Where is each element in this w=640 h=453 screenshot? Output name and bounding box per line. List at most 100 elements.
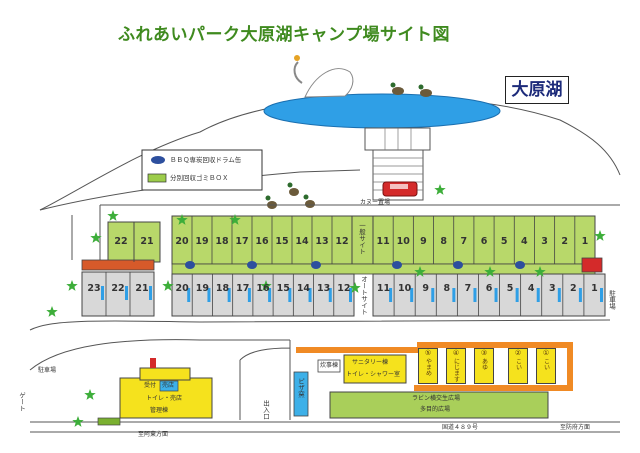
site-number: 22: [111, 283, 125, 294]
site-number: 8: [443, 283, 451, 294]
auto-site-row-b: [372, 273, 606, 317]
to-hofu-label: 至防府方面: [560, 424, 591, 431]
site-number: 16: [256, 283, 270, 294]
site-number: 13: [317, 283, 331, 294]
site-number: 21: [140, 236, 154, 247]
cottage-name: あゆ: [480, 358, 488, 370]
site-post-marker: [288, 288, 292, 302]
main-road: [30, 421, 620, 433]
sanitary-building: [343, 354, 407, 384]
pizza-oven-label: ピザ窯: [296, 378, 305, 398]
duck-icons-field: [265, 182, 315, 209]
map-title: ふれあいパーク大原湖キャンプ場サイト図: [118, 25, 450, 45]
office-label: 管理棟: [150, 407, 169, 414]
green-box: [97, 417, 121, 426]
tree-icon: [46, 306, 58, 317]
site-number: 11: [376, 236, 390, 247]
site-number: 18: [215, 236, 229, 247]
site-post-marker: [389, 288, 393, 302]
tree-icon: [162, 280, 174, 291]
cottage-name: こい: [542, 358, 550, 370]
cottage-number: ④: [452, 349, 460, 357]
brick-strip: [81, 259, 155, 271]
upper-lawn-strip: [171, 263, 596, 275]
site-number: 19: [195, 283, 209, 294]
car-icon: [382, 181, 418, 197]
tree-icon: [594, 230, 606, 241]
site-post-marker: [125, 286, 128, 300]
legend-box: [141, 149, 263, 191]
site-post-marker: [349, 288, 352, 302]
cottage-number: ①: [542, 349, 550, 357]
site-number: 19: [195, 236, 209, 247]
tree-icon: [434, 184, 446, 195]
site-number: 7: [460, 236, 468, 247]
site-number: 5: [500, 236, 508, 247]
lake: [263, 93, 501, 129]
site-number: 5: [506, 283, 514, 294]
legend-drum-icon: [151, 156, 165, 164]
site-post-marker: [410, 288, 414, 302]
cottage-name: にじます: [452, 358, 460, 382]
tree-icon: [90, 232, 102, 243]
parking-left-label: 駐車場: [38, 367, 57, 374]
site-post-marker: [473, 288, 477, 302]
site-number: 6: [485, 283, 493, 294]
cooking-label: 炊事棟: [320, 362, 339, 369]
canoe-area-label: カヌー置場: [360, 199, 391, 206]
site-post-marker: [328, 288, 332, 302]
legend-drum-label: ＢＢＱ専炭回収ドラム缶: [170, 156, 242, 164]
red-marker: [581, 257, 603, 273]
site-number: 17: [235, 236, 249, 247]
site-number: 11: [376, 283, 391, 294]
site-post-marker: [494, 288, 498, 302]
site-post-marker: [452, 288, 456, 302]
tree-icon: [84, 389, 96, 400]
legend-gomi-icon: [147, 173, 167, 183]
site-number: 12: [335, 236, 349, 247]
site-number: 1: [591, 283, 598, 294]
bbq-drum-marker: [453, 261, 463, 269]
cottage-name: やまめ: [424, 358, 432, 376]
site-number: 17: [236, 283, 250, 294]
lower-road-outline: [29, 319, 611, 420]
site-number: 18: [215, 283, 230, 294]
plaza-label-1: ラビン横交生広場: [412, 395, 461, 402]
site-number: 13: [315, 236, 329, 247]
site-post-marker: [207, 288, 211, 302]
site-number: 7: [464, 283, 472, 294]
site-number: 6: [480, 236, 488, 247]
site-post-marker: [187, 288, 191, 302]
tree-icon: [414, 266, 426, 277]
site-number: 8: [440, 236, 447, 247]
site-number: 23: [87, 283, 101, 294]
site-number: 3: [548, 283, 556, 294]
site-number: 12: [337, 283, 351, 294]
to-ato-label: 至阿東方面: [138, 431, 169, 438]
site-number: 15: [276, 283, 290, 294]
site-number: 10: [398, 283, 412, 294]
bbq-drum-marker: [311, 261, 321, 269]
site-number: 21: [135, 283, 149, 294]
chimney: [150, 358, 156, 368]
site-post-marker: [536, 288, 540, 302]
site-post-marker: [578, 288, 582, 302]
site-number: 4: [527, 283, 535, 294]
upper-site-row-a: [171, 215, 353, 265]
site-number: 10: [396, 236, 410, 247]
plaza-label-2: 多目的広場: [420, 406, 451, 413]
general-site-label: 一般サイト: [357, 222, 366, 255]
site-number: 22: [114, 236, 128, 247]
tree-icon: [260, 280, 272, 291]
swan-boat-icon: [293, 55, 354, 98]
site-number: 20: [175, 283, 189, 294]
lake-label: 大原湖: [505, 76, 569, 104]
site-number: 14: [295, 236, 309, 247]
